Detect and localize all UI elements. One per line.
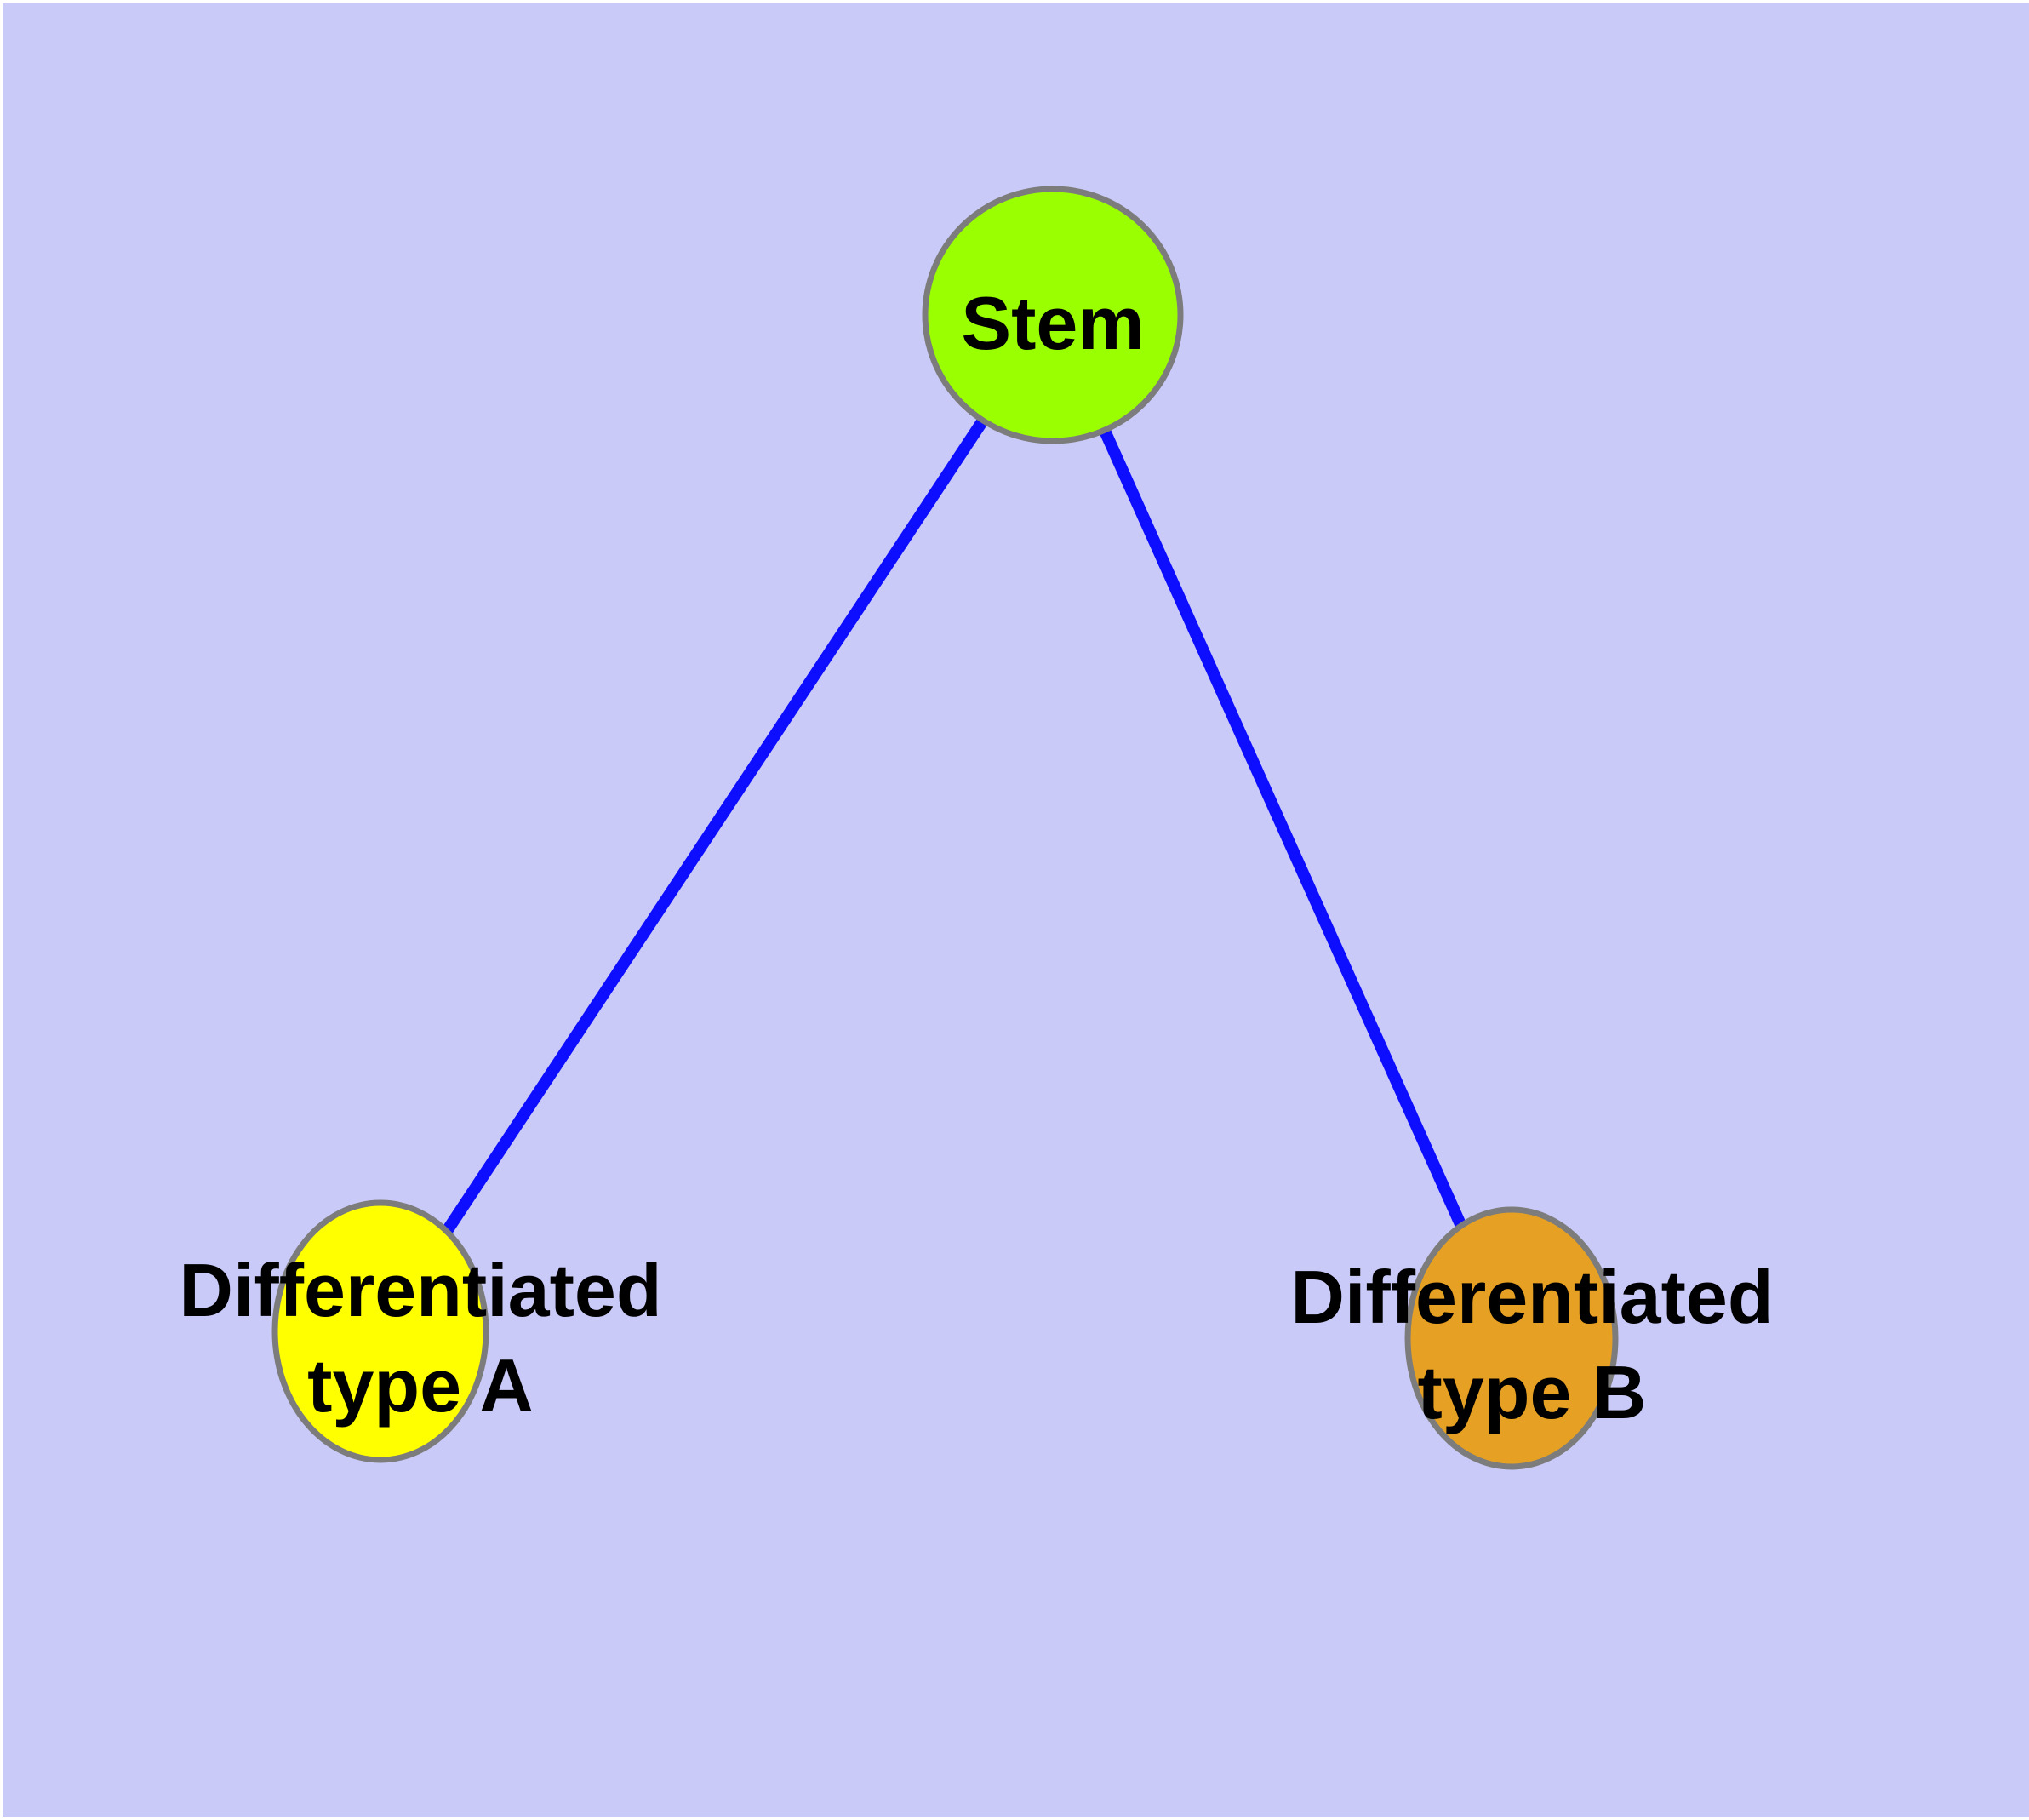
node-differentiated-type-a xyxy=(271,1199,489,1463)
node-label-differentiated-type-b: Differentiated type B xyxy=(1290,1255,1773,1434)
node-stem xyxy=(922,186,1184,444)
node-differentiated-type-b xyxy=(1404,1206,1619,1470)
node-label-differentiated-type-a: Differentiated type A xyxy=(179,1248,661,1428)
edge-stem-to-differentiated-type-a xyxy=(375,312,1058,1335)
node-label-line: type A xyxy=(307,1343,534,1428)
edge-stem-to-differentiated-type-b xyxy=(1047,312,1517,1341)
node-label-line: type B xyxy=(1418,1350,1647,1434)
node-label-line: Stem xyxy=(961,281,1144,365)
node-label-line: Differentiated xyxy=(1290,1255,1773,1339)
node-label-stem: Stem xyxy=(961,281,1144,365)
node-label-line: Differentiated xyxy=(179,1248,661,1332)
